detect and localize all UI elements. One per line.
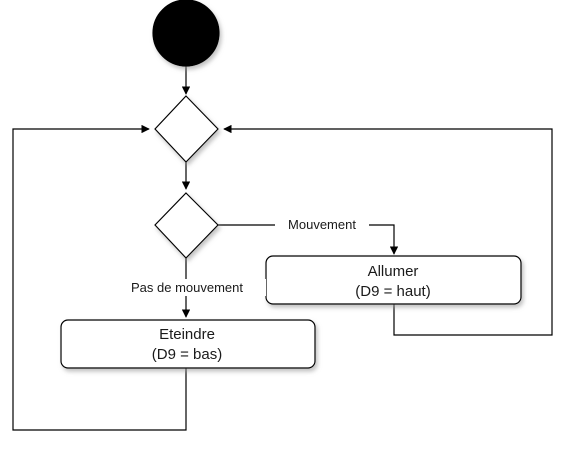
allumer-condition: (D9 = haut)	[355, 283, 430, 300]
start-node[interactable]	[152, 0, 220, 67]
eteindre-box	[60, 319, 316, 369]
merge-node[interactable]	[154, 95, 219, 163]
decision-node[interactable]	[154, 192, 219, 259]
edge-eteindre-loop-to-merge	[12, 124, 187, 431]
mouvement-edge-label: Mouvement	[275, 216, 369, 233]
edge-allumer-loop-to-merge	[223, 124, 553, 336]
pas-de-mouvement-edge-label: Pas de mouvement	[108, 279, 266, 296]
eteindre-condition: (D9 = bas)	[152, 346, 222, 363]
allumer-title: Allumer	[368, 263, 419, 280]
allumer-action[interactable]: Allumer (D9 = haut)	[265, 255, 522, 305]
eteindre-action[interactable]: Eteindre (D9 = bas)	[60, 319, 316, 369]
eteindre-title: Eteindre	[159, 326, 215, 343]
pas-de-mouvement-label: Pas de mouvement	[131, 280, 243, 295]
mouvement-label: Mouvement	[288, 217, 356, 232]
